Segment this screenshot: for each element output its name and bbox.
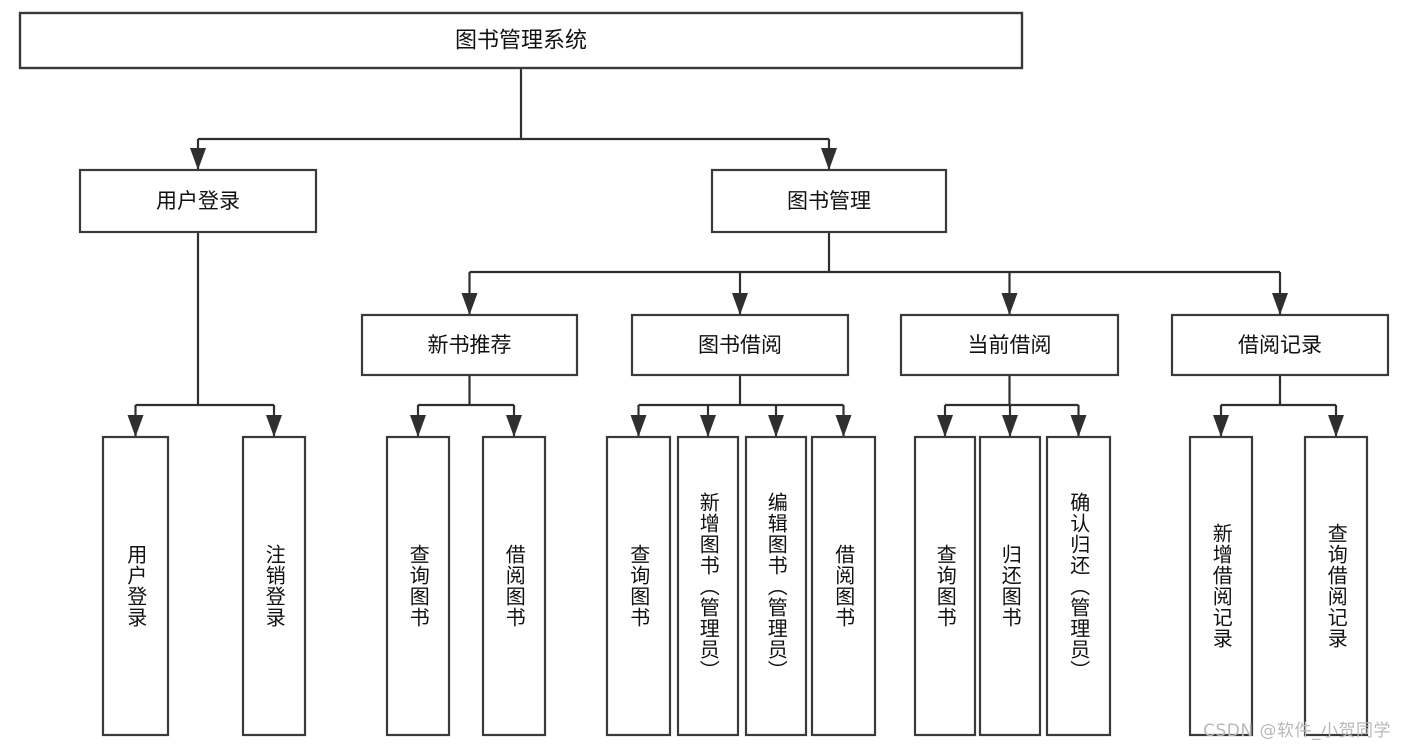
arrow-head-leaf-query-book-current bbox=[937, 415, 953, 437]
node-label-new-book-rec: 新书推荐 bbox=[428, 333, 512, 357]
arrow-head-leaf-query-borrow-record bbox=[1328, 415, 1344, 437]
arrow-head-leaf-query-book-rec bbox=[410, 415, 426, 437]
node-box-leaf-query-book-borrow[interactable] bbox=[605, 435, 672, 737]
arrow-head-current-borrow bbox=[1001, 293, 1018, 315]
arrow-head-leaf-query-book-borrow bbox=[630, 415, 647, 437]
arrow-head-leaf-edit-book-admin bbox=[768, 415, 784, 437]
node-box-book-borrow[interactable] bbox=[630, 313, 850, 377]
node-box-leaf-borrow-book[interactable] bbox=[810, 435, 877, 737]
node-box-leaf-logout-login[interactable] bbox=[241, 435, 307, 737]
node-box-leaf-add-book-admin[interactable] bbox=[676, 435, 740, 737]
node-box-root[interactable] bbox=[18, 11, 1024, 70]
arrow-head-borrow-record bbox=[1272, 293, 1288, 315]
connector-edges-layer bbox=[127, 68, 1344, 437]
arrow-head-leaf-add-book-admin bbox=[700, 415, 716, 437]
node-box-leaf-return-book[interactable] bbox=[978, 435, 1042, 737]
node-box-user-login[interactable] bbox=[78, 168, 318, 234]
arrow-head-leaf-borrow-book-rec bbox=[506, 415, 522, 437]
node-box-leaf-edit-book-admin[interactable] bbox=[744, 435, 808, 737]
node-boxes-layer bbox=[18, 11, 1390, 737]
node-box-leaf-query-borrow-record[interactable] bbox=[1303, 435, 1369, 737]
node-box-leaf-add-borrow-record[interactable] bbox=[1188, 435, 1254, 737]
node-label-user-login: 用户登录 bbox=[156, 189, 240, 213]
node-box-book-manage[interactable] bbox=[710, 168, 948, 234]
arrow-head-leaf-return-book bbox=[1002, 415, 1018, 437]
node-box-new-book-rec[interactable] bbox=[360, 313, 579, 377]
arrow-head-leaf-logout-login bbox=[266, 415, 282, 437]
arrow-head-leaf-user-login bbox=[127, 415, 144, 437]
node-box-leaf-query-book-rec[interactable] bbox=[385, 435, 451, 737]
arrow-head-book-borrow bbox=[732, 293, 748, 315]
arrow-head-leaf-add-borrow-record bbox=[1213, 415, 1229, 437]
arrow-head-user-login bbox=[190, 148, 206, 170]
node-box-leaf-confirm-return-admin[interactable] bbox=[1045, 435, 1112, 737]
node-box-leaf-borrow-book-rec[interactable] bbox=[481, 435, 547, 737]
node-box-leaf-user-login[interactable] bbox=[101, 435, 170, 737]
arrow-head-new-book-rec bbox=[461, 293, 478, 315]
node-box-borrow-record[interactable] bbox=[1170, 313, 1390, 377]
arrow-head-leaf-borrow-book bbox=[835, 415, 852, 437]
arrow-head-book-manage bbox=[821, 148, 837, 170]
node-label-book-borrow: 图书借阅 bbox=[698, 333, 782, 357]
node-box-current-borrow[interactable] bbox=[899, 313, 1120, 377]
node-label-borrow-record: 借阅记录 bbox=[1238, 333, 1322, 357]
node-label-current-borrow: 当前借阅 bbox=[968, 333, 1052, 357]
node-label-root: 图书管理系统 bbox=[455, 29, 587, 54]
node-label-book-manage: 图书管理 bbox=[787, 189, 871, 213]
node-box-leaf-query-book-current[interactable] bbox=[913, 435, 977, 737]
arrow-head-leaf-confirm-return-admin bbox=[1070, 415, 1087, 437]
